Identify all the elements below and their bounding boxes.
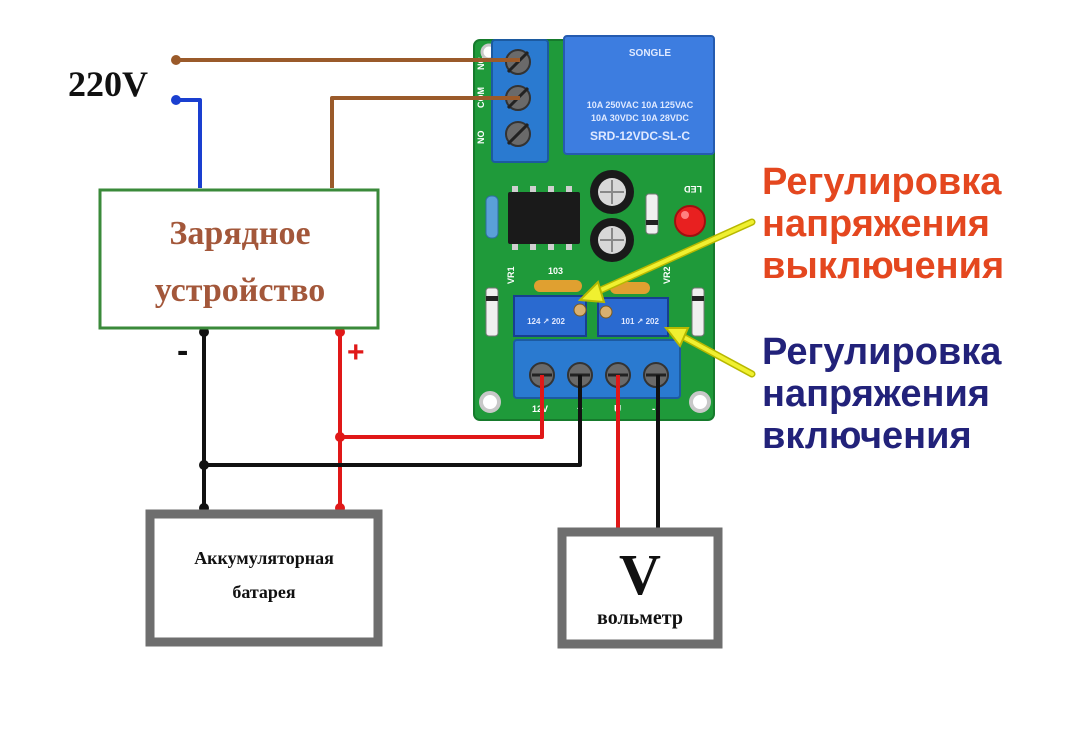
voltmeter-label: вольметр: [597, 607, 683, 629]
potentiometer-off: 124 ↗ 202: [513, 295, 587, 337]
battery-label-line2: батарея: [232, 582, 296, 602]
charger-label-line2: устройство: [155, 272, 326, 309]
annotation-on-line2: напряжения: [762, 373, 990, 415]
ic-chip: [508, 186, 580, 250]
vr2-label: VR2: [662, 266, 672, 284]
battery-label-line1: Аккумуляторная: [194, 548, 334, 568]
trimmer-label: 103: [548, 266, 563, 276]
relay-rating-2: 10A 30VDC 10A 28VDC: [591, 113, 689, 123]
annotation-off-line3: выключения: [762, 245, 1004, 287]
annotation-on-line1: Регулировка: [762, 331, 1002, 373]
relay-brand: SONGLE: [629, 48, 672, 59]
wire-plus-to-board: [340, 375, 544, 439]
wire-mains-blue: [176, 98, 202, 188]
charger-label-line1: Зарядное: [169, 215, 310, 252]
mains-voltage-label: 220V: [68, 64, 148, 104]
led-indicator: [674, 205, 706, 237]
battery-box: Аккумуляторная батарея: [145, 509, 383, 647]
relay-model: SRD-12VDC-SL-C: [590, 129, 690, 143]
pot-off-label: 124 ↗ 202: [527, 317, 565, 326]
wiring: [176, 58, 660, 530]
junction-black: [199, 460, 209, 470]
capacitor-bottom: [590, 218, 634, 262]
pin-label-minus: -: [652, 404, 655, 415]
annotation-off: Регулировка напряжения выключения: [762, 161, 1004, 287]
mount-hole-bottom-left: [479, 391, 501, 413]
diode-left: [485, 287, 499, 337]
arrow-on-adjust: [663, 327, 756, 378]
annotation-on: Регулировка напряжения включения: [762, 331, 1002, 457]
relay-rating-1: 10A 250VAC 10A 125VAC: [587, 100, 694, 110]
pot-on-label: 101 ↗ 202: [621, 317, 659, 326]
charger-box: Зарядное устройство: [98, 188, 380, 330]
vr1-label: VR1: [506, 266, 516, 284]
pin-label-no: NO: [476, 131, 486, 145]
annotation-off-line2: напряжения: [762, 203, 990, 245]
capacitor-top: [590, 170, 634, 214]
minus-sign: -: [177, 332, 188, 370]
arrow-off-adjust: [577, 218, 756, 304]
mains-terminal-brown: [171, 55, 181, 65]
annotation-off-line1: Регулировка: [762, 161, 1002, 203]
voltmeter-symbol: V: [619, 542, 661, 607]
mains-terminal-blue: [171, 95, 181, 105]
relay: SONGLE 10A 250VAC 10A 125VAC 10A 30VDC 1…: [563, 35, 715, 155]
diode-top-right: [645, 193, 659, 235]
wire-relay-to-charger: [330, 96, 520, 188]
trimmer-small: [534, 280, 582, 292]
power-terminal: [513, 339, 681, 399]
charge-controller-board: NC COM NO SONGLE 10A 250VAC 10A 125VAC 1…: [473, 35, 715, 421]
wire-minus-to-board: [204, 375, 582, 467]
resistor: [485, 195, 499, 239]
pin-label-nc: NC: [476, 57, 486, 70]
annotation-on-line3: включения: [762, 415, 972, 457]
led-label: LED: [683, 184, 702, 194]
junction-red: [335, 432, 345, 442]
potentiometer-on: 101 ↗ 202: [597, 297, 669, 337]
plus-sign: +: [347, 336, 365, 369]
mount-hole-bottom-right: [689, 391, 711, 413]
voltmeter-box: V вольметр: [557, 527, 723, 649]
diode-right: [691, 287, 705, 337]
